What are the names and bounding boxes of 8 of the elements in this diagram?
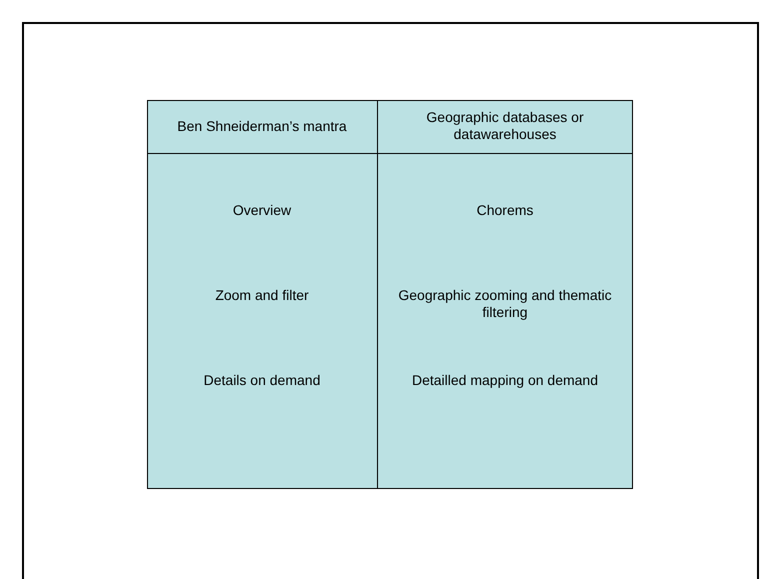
table-text: Geographic zooming and thematic filtering bbox=[397, 287, 613, 321]
column-header: Ben Shneiderman’s mantra bbox=[176, 118, 348, 135]
table-text: Detailled mapping on demand bbox=[410, 372, 599, 389]
column-header: Geographic databases or datawarehouses bbox=[425, 109, 585, 143]
table-text: Overview bbox=[232, 202, 292, 219]
table-text: Zoom and filter bbox=[214, 287, 310, 304]
table-text: Chorems bbox=[476, 202, 534, 219]
table-text: Details on demand bbox=[202, 372, 322, 389]
